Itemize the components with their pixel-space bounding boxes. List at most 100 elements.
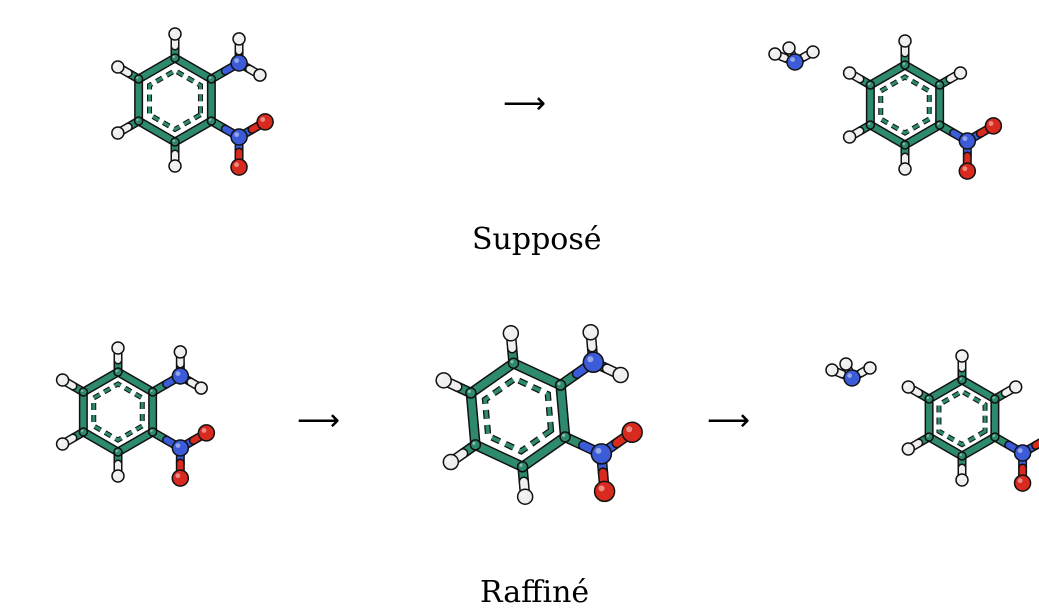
atom-highlight	[175, 473, 181, 479]
hydrogen-atom	[842, 130, 857, 144]
bond	[959, 377, 998, 402]
atom-highlight	[506, 328, 511, 334]
atom-highlight	[926, 434, 930, 437]
atom-highlight	[902, 62, 905, 65]
hydrogen-atom	[253, 68, 267, 82]
molecule-products-refined	[825, 349, 1039, 492]
hydrogen-atom	[516, 488, 534, 505]
hydrogen-atom	[232, 32, 246, 46]
reaction-arrow: ⟶	[707, 403, 750, 438]
atom-highlight	[234, 162, 240, 168]
carbon-atom	[559, 431, 571, 443]
nitrogen-atom	[171, 367, 190, 385]
hydrogen-atom	[194, 381, 208, 395]
atom-highlight	[962, 136, 968, 142]
oxygen-atom	[197, 424, 216, 442]
atom-highlight	[520, 492, 526, 497]
oxygen-atom	[1013, 474, 1032, 492]
carbon-atom	[865, 80, 876, 90]
atom-highlight	[557, 382, 561, 386]
bond	[471, 441, 527, 471]
hydrogen-atom	[782, 41, 796, 55]
hydrogen-atom	[55, 373, 70, 387]
reaction-arrow: ⟶	[503, 86, 546, 121]
hydrogen-atom	[111, 126, 125, 140]
atom-highlight	[902, 142, 905, 145]
atom-highlight	[256, 71, 260, 76]
carbon-atom	[507, 357, 520, 369]
atom-highlight	[562, 433, 566, 437]
atom-highlight	[114, 344, 118, 349]
atom-highlight	[926, 396, 930, 399]
atom-highlight	[208, 118, 212, 122]
atom-highlight	[937, 122, 940, 126]
hydrogen-atom	[825, 363, 839, 377]
nitrogen-atom	[843, 369, 861, 387]
bond	[902, 62, 943, 88]
bond	[1032, 440, 1039, 449]
hydrogen-atom	[111, 469, 125, 483]
bond	[115, 369, 156, 395]
atom-highlight	[260, 117, 266, 122]
oxygen-atom	[171, 469, 190, 487]
nitrogen-atom	[590, 443, 613, 465]
carbon-atom	[934, 80, 945, 90]
carbon-atom	[990, 432, 1000, 442]
nitrogen-atom	[171, 439, 190, 457]
atom-highlight	[809, 48, 813, 52]
atom-highlight	[992, 434, 995, 437]
hydrogen-atom	[502, 325, 520, 342]
carbon-atom	[924, 394, 934, 404]
oxygen-atom	[256, 113, 274, 131]
bond	[467, 389, 480, 449]
carbon-atom	[147, 387, 158, 397]
nitrogen-atom	[1013, 444, 1032, 462]
atom-highlight	[790, 57, 795, 62]
atom-highlight	[519, 463, 523, 467]
carbon-atom	[516, 461, 529, 473]
bond	[902, 122, 943, 148]
oxygen-atom	[984, 117, 1003, 135]
atom-highlight	[58, 440, 63, 445]
bond	[518, 433, 569, 471]
atom-highlight	[201, 428, 207, 433]
atom-highlight	[845, 133, 850, 137]
atom-highlight	[234, 58, 240, 63]
hydrogen-atom	[955, 349, 969, 363]
hydrogen-atom	[111, 60, 125, 74]
atom-highlight	[586, 327, 591, 333]
carbon-atom	[113, 447, 123, 457]
carbon-atom	[147, 427, 158, 437]
aromatic-ring	[879, 75, 931, 135]
carbon-atom	[957, 375, 967, 385]
bond	[115, 429, 156, 455]
hydrogen-atom	[901, 442, 916, 456]
atom-highlight	[197, 384, 202, 389]
atom-highlight	[867, 122, 871, 126]
carbon-atom	[900, 60, 910, 70]
carbon-atom	[924, 432, 934, 442]
hydrogen-atom	[612, 366, 629, 384]
atom-highlight	[172, 139, 175, 142]
carbon-atom	[900, 140, 910, 150]
atom-highlight	[235, 35, 240, 39]
carbon-atom	[113, 367, 123, 377]
bond	[135, 55, 178, 82]
atom-highlight	[175, 443, 181, 448]
carbon-atom	[170, 137, 180, 147]
bond	[172, 118, 215, 145]
bond	[509, 359, 565, 389]
atom-highlight	[114, 129, 118, 133]
hydrogen-atom	[111, 341, 125, 355]
carbon-atom	[554, 379, 567, 391]
atom-highlight	[845, 69, 850, 73]
carbon-atom	[78, 427, 89, 437]
atom-highlight	[842, 360, 846, 365]
bond	[867, 122, 908, 148]
atom-highlight	[80, 389, 84, 392]
atom-highlight	[175, 371, 181, 376]
carbon-atom	[133, 116, 144, 126]
atom-highlight	[150, 429, 153, 432]
carbon-atom	[990, 394, 1000, 404]
carbon-atom	[133, 74, 144, 84]
